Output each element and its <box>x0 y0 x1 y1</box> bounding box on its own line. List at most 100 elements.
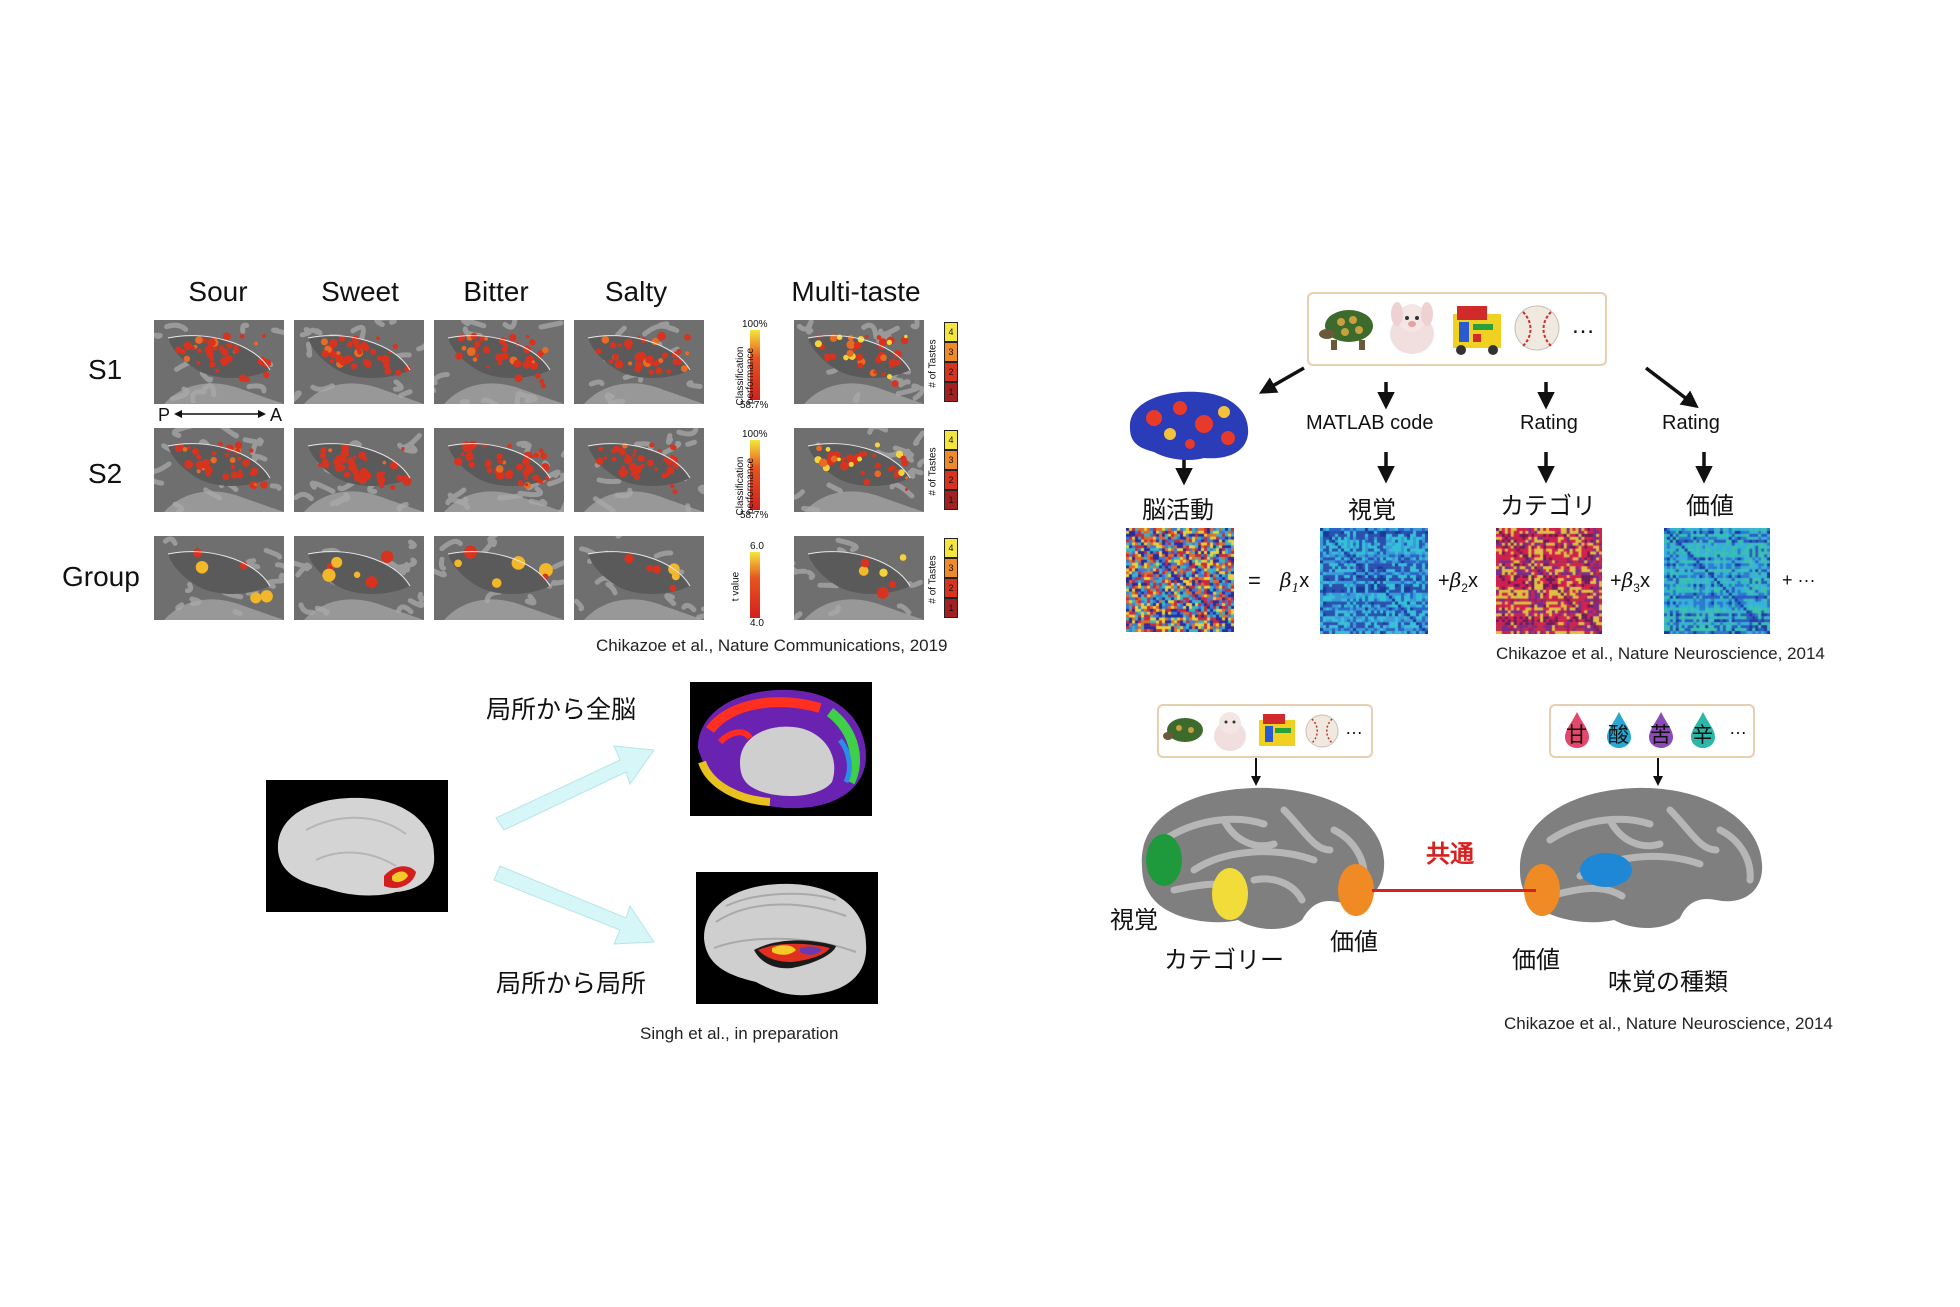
taste-drop-1: 酸 <box>1603 710 1635 750</box>
taste-map-panel <box>154 428 284 512</box>
common-connection-line <box>1372 889 1536 892</box>
taste-map-panel <box>434 320 564 404</box>
taste-map-panel <box>574 428 704 512</box>
tastes-level-2: 2 <box>944 470 958 490</box>
equation-beta1: β1x <box>1280 568 1310 595</box>
label-local-to-whole-brain: 局所から全脳 <box>486 695 637 724</box>
taste-map-panel <box>794 536 924 620</box>
whole-brain-image <box>690 682 872 816</box>
citation-nature-neuroscience-bottom: Chikazoe et al., Nature Neuroscience, 20… <box>1504 1014 1833 1033</box>
branch-label-rating-category: Rating <box>1520 412 1578 434</box>
stimulus-images-box: … <box>1307 292 1607 366</box>
label-value: 価値 <box>1686 492 1734 520</box>
column-header-sweet: Sweet <box>321 276 399 307</box>
toy-machine-stimulus-icon <box>1453 306 1501 355</box>
colorbar-s1-bottom: 58.7% <box>740 400 769 411</box>
taste-map-panel <box>294 428 424 512</box>
toy-machine-stimulus-small-icon <box>1259 714 1295 746</box>
colorbar-s1-top: 100% <box>742 319 768 330</box>
baseball-stimulus-small-icon <box>1305 714 1339 748</box>
tastes-level-3: 3 <box>944 558 958 578</box>
equation-beta3: +β3x <box>1610 568 1650 595</box>
value-region-orange-left <box>1338 864 1374 916</box>
plush-toy-stimulus-icon <box>1390 302 1434 354</box>
label-value-region-left: 価値 <box>1330 928 1378 956</box>
colorbar-s2-top: 100% <box>742 429 768 440</box>
right-inflated-brain <box>1519 787 1763 928</box>
taste-character: 甘 <box>1566 723 1587 747</box>
label-taste-type: 味覚の種類 <box>1608 968 1728 996</box>
local-brain-image <box>696 872 878 1004</box>
taste-map-panel <box>574 536 704 620</box>
taste-icons-box: 甘酸苦辛 … <box>1549 704 1755 758</box>
matrix-visual <box>1320 528 1428 634</box>
taste-map-panel <box>294 536 424 620</box>
brain-activity-icon <box>1129 391 1249 460</box>
label-common: 共通 <box>1426 840 1474 868</box>
column-header-multitaste: Multi-taste <box>791 276 921 307</box>
taste-map-panel <box>294 320 424 404</box>
plush-toy-stimulus-small-icon <box>1214 712 1246 751</box>
tastes-level-1: 1 <box>944 382 958 402</box>
colorbar-s2 <box>750 440 760 510</box>
arrow-to-local <box>493 865 655 945</box>
column-header-sour: Sour <box>188 276 248 307</box>
matrix-brain-activity <box>1126 528 1234 632</box>
category-region-yellow <box>1212 868 1248 920</box>
tastes-level-4: 4 <box>944 430 958 450</box>
label-category: カテゴリ <box>1500 492 1596 520</box>
taste-map-panel <box>794 428 924 512</box>
axis-double-arrow <box>174 410 266 418</box>
stimulus-ellipsis: … <box>1571 312 1595 339</box>
visual-region-green <box>1146 834 1182 886</box>
taste-map-panel <box>434 536 564 620</box>
branch-label-matlab: MATLAB code <box>1306 412 1434 434</box>
column-header-bitter: Bitter <box>463 276 529 307</box>
label-local-to-local: 局所から局所 <box>496 969 647 998</box>
taste-map-panel <box>434 428 564 512</box>
colorbar-s2-label: Classification performance <box>735 456 756 516</box>
label-value-region-right: 価値 <box>1512 946 1560 974</box>
tastes-level-1: 1 <box>944 598 958 618</box>
label-brain-activity: 脳活動 <box>1142 496 1214 524</box>
equation-equals: = <box>1248 568 1261 593</box>
tastes-level-1: 1 <box>944 490 958 510</box>
turtle-stimulus-small-icon <box>1163 718 1203 742</box>
taste-drop-2: 苦 <box>1645 710 1677 750</box>
tastes-level-3: 3 <box>944 450 958 470</box>
equation-tail: + ··· <box>1782 570 1816 590</box>
colorbar-group-bottom: 4.0 <box>750 618 764 629</box>
tastes-legend-label: # of Tastes <box>927 555 939 604</box>
colorbar-s1-label: Classification performance <box>735 346 756 406</box>
citation-singh: Singh et al., in preparation <box>640 1024 839 1043</box>
taste-drop-3: 辛 <box>1687 710 1719 750</box>
citation-nature-neuroscience-top: Chikazoe et al., Nature Neuroscience, 20… <box>1496 644 1825 663</box>
citation-nature-communications: Chikazoe et al., Nature Communications, … <box>596 636 948 655</box>
column-header-salty: Salty <box>604 276 668 307</box>
value-region-orange-right <box>1524 864 1560 916</box>
tastes-level-2: 2 <box>944 362 958 382</box>
matrix-value <box>1664 528 1770 634</box>
taste-map-panel <box>154 536 284 620</box>
taste-map-panel <box>794 320 924 404</box>
stimulus-images-box-small: … <box>1157 704 1373 758</box>
row-header-group: Group <box>62 561 140 592</box>
colorbar-s2-bottom: 58.7% <box>740 510 769 521</box>
taste-character: 辛 <box>1692 723 1713 747</box>
colorbar-s1 <box>750 330 760 400</box>
left-inflated-brain <box>1141 787 1385 930</box>
matrix-category <box>1496 528 1602 634</box>
tastes-level-2: 2 <box>944 578 958 598</box>
tastes-legend-label: # of Tastes <box>927 339 939 388</box>
taste-drop-0: 甘 <box>1561 710 1593 750</box>
label-category-region: カテゴリー <box>1164 946 1284 974</box>
tastes-legend-label: # of Tastes <box>927 447 939 496</box>
taste-map-panel <box>154 320 284 404</box>
baseball-stimulus-icon <box>1514 305 1560 351</box>
turtle-stimulus-icon <box>1319 310 1373 350</box>
row-header-s1: S1 <box>88 354 123 385</box>
tastes-level-4: 4 <box>944 538 958 558</box>
label-visual-region: 視覚 <box>1110 906 1158 934</box>
taste-ellipsis: … <box>1729 718 1747 738</box>
taste-character: 苦 <box>1650 723 1671 747</box>
